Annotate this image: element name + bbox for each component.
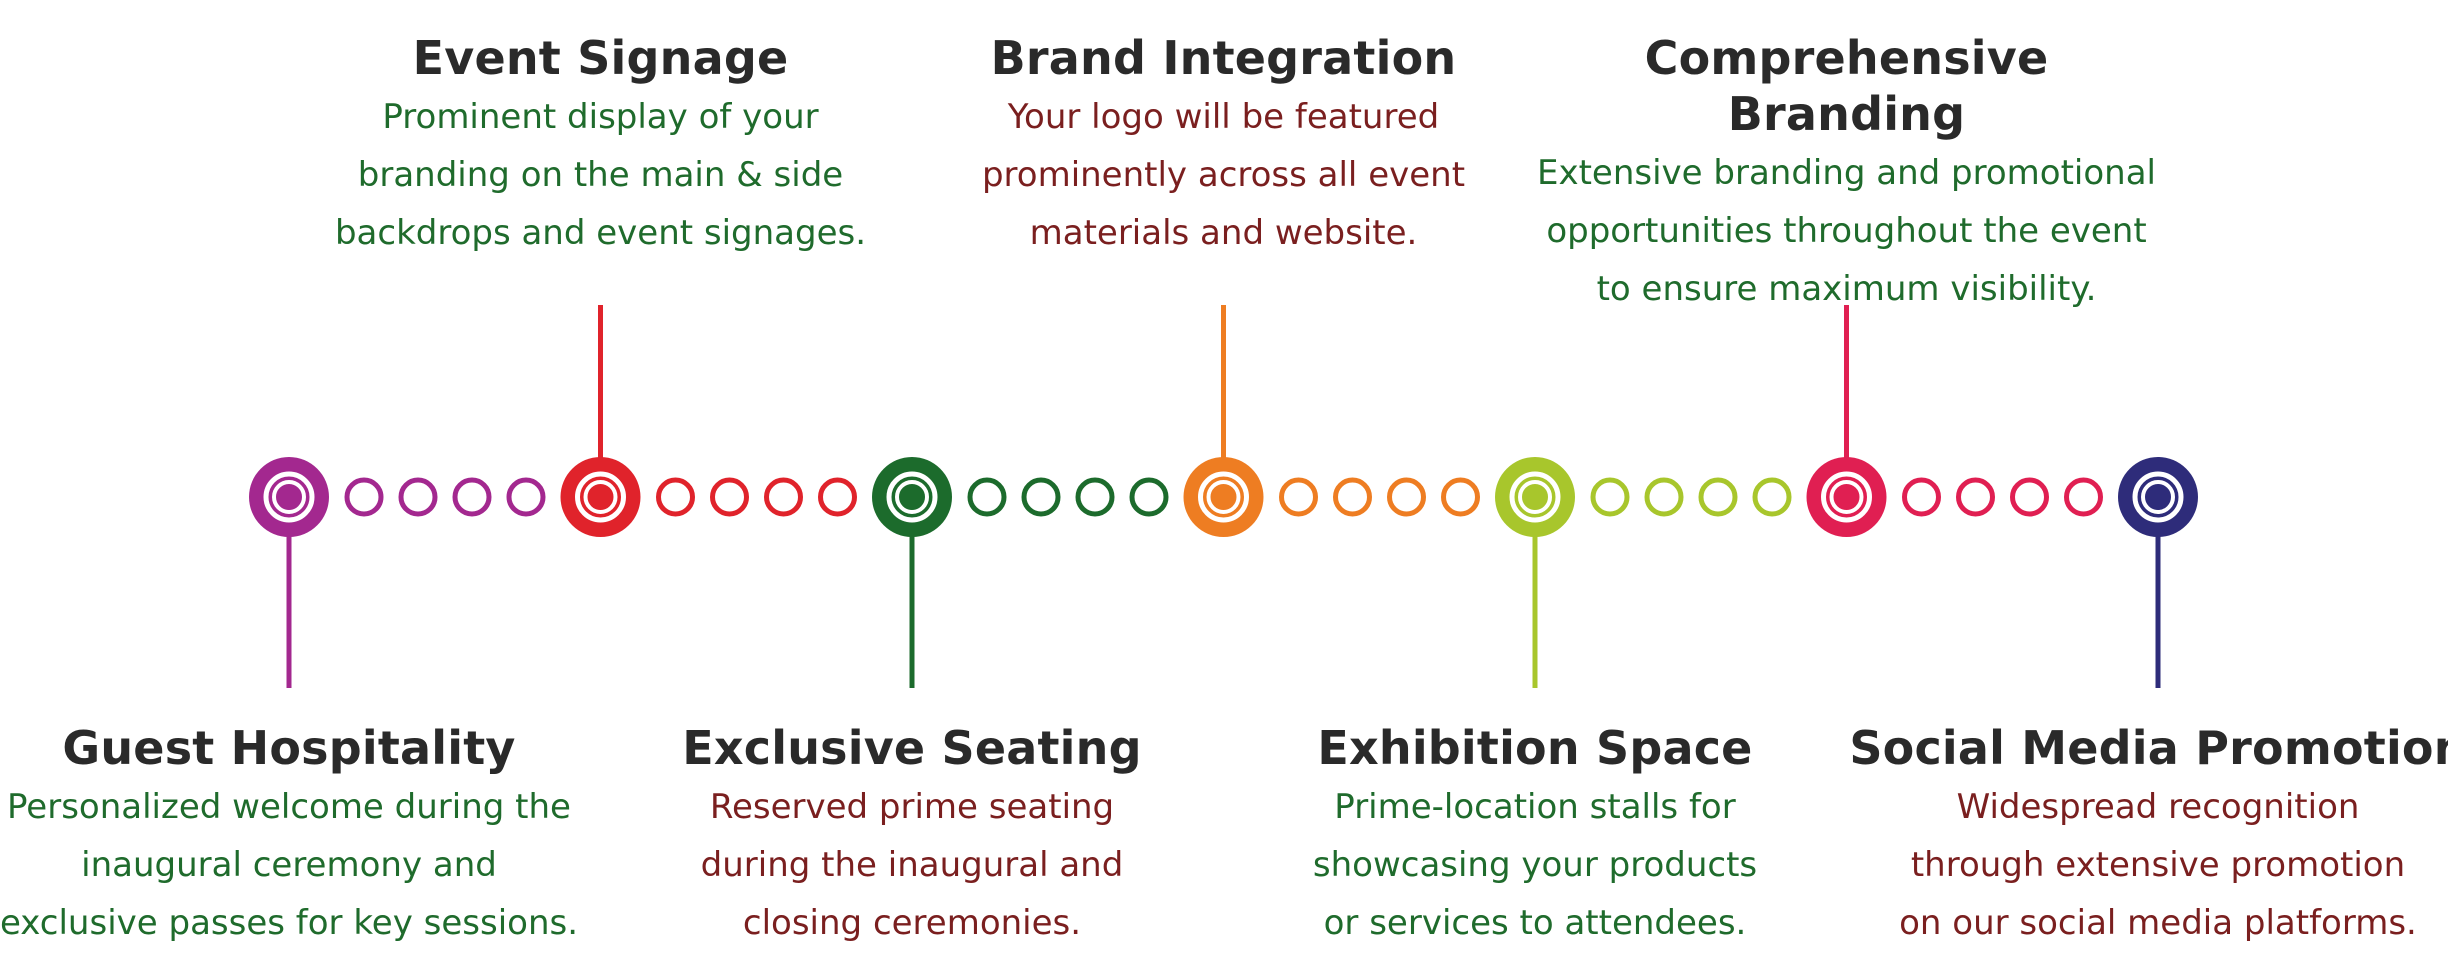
milestone-node-ring — [263, 471, 315, 523]
milestone-description-line: to ensure maximum visibility. — [1596, 269, 2097, 309]
milestone-description: Personalized welcome during the inaugural… — [0, 778, 609, 952]
milestone-node-ring — [1198, 471, 1249, 523]
milestone-description-line: exclusive passes for key sessions. — [0, 903, 579, 943]
milestone-node-ring — [583, 480, 618, 514]
connector-dot — [398, 477, 438, 517]
connector-dot — [1129, 477, 1169, 517]
milestone-node — [1183, 457, 1264, 537]
milestone-description-line: Widespread recognition — [1956, 787, 2360, 827]
connector-dot — [2064, 477, 2103, 517]
milestone-description: Your logo will be featured prominently ac… — [904, 88, 1544, 262]
milestone-description-line: during the inaugural and — [700, 845, 1124, 885]
milestone-description: Reserved prime seating during the inaugur… — [592, 778, 1232, 952]
milestone-node-ring — [895, 480, 929, 514]
milestone-title: Exhibition Space — [1317, 721, 1753, 775]
connector-dot — [1387, 477, 1426, 517]
milestone-description: Prominent display of your branding on the… — [281, 88, 921, 262]
milestone-description-line: Your logo will be featured — [1007, 97, 1440, 137]
milestone-node-ring — [1206, 480, 1241, 514]
milestone-node-ring — [2132, 471, 2184, 523]
milestone-description-line: showcasing your products — [1312, 845, 1758, 885]
milestone-node — [560, 457, 641, 537]
milestone-title: Social Media Promotion — [1849, 721, 2448, 775]
connector-dot — [1441, 477, 1480, 517]
milestone-title: Event Signage — [412, 31, 789, 85]
milestone-description-line: backdrops and event signages. — [334, 213, 867, 253]
milestone-description: Extensive branding and promotional opport… — [1527, 144, 2167, 318]
milestone-description-line: Personalized welcome during the — [7, 787, 571, 827]
milestone-title: Comprehensive Branding — [1644, 31, 2049, 141]
milestone-node — [1806, 457, 1887, 537]
connector-dot — [818, 477, 857, 517]
connector-dot — [1590, 477, 1630, 517]
milestone-title: Exclusive Seating — [682, 721, 1142, 775]
connector-dot — [710, 477, 749, 517]
milestone-node-ring — [272, 480, 306, 514]
milestone-description-line: or services to attendees. — [1323, 903, 1747, 943]
connector-dot — [344, 477, 384, 517]
milestone-description-line: Extensive branding and promotional — [1536, 153, 2157, 193]
connector-dot — [1075, 477, 1115, 517]
connector-dot — [1956, 477, 1995, 517]
milestone-description-line: opportunities throughout the event — [1546, 211, 2147, 251]
milestone-description: Prime-location stalls for showcasing your… — [1215, 778, 1855, 952]
milestone-node-ring — [1518, 480, 1552, 514]
milestone-description-line: prominently across all event — [981, 155, 1466, 195]
milestone-title: Brand Integration — [990, 31, 1457, 85]
milestone-description-line: Reserved prime seating — [709, 787, 1115, 827]
milestone-description: Widespread recognition through extensive … — [1838, 778, 2448, 952]
milestone-description-line: inaugural ceremony and — [81, 845, 497, 885]
connector-dot — [1021, 477, 1061, 517]
milestone-description-line: materials and website. — [1029, 213, 1418, 253]
connector-dot — [1279, 477, 1318, 517]
connector-dot — [1333, 477, 1372, 517]
milestone-title: Guest Hospitality — [62, 721, 516, 775]
milestone-node-ring — [1821, 471, 1872, 523]
connector-dot — [1752, 477, 1792, 517]
milestone-description-line: Prominent display of your — [382, 97, 819, 137]
milestone-description-line: branding on the main & side — [357, 155, 844, 195]
connector-dot — [656, 477, 695, 517]
connector-dot — [2010, 477, 2049, 517]
milestone-description-line: closing ceremonies. — [742, 903, 1082, 943]
connector-dot — [967, 477, 1007, 517]
milestone-description-line: through extensive promotion — [1910, 845, 2406, 885]
connector-dot — [452, 477, 492, 517]
milestone-node-ring — [886, 471, 938, 523]
milestone-description-line: Prime-location stalls for — [1334, 787, 1736, 827]
milestone-node-ring — [1509, 471, 1561, 523]
connector-dot — [1698, 477, 1738, 517]
milestone-node — [2118, 457, 2198, 537]
connector-dot — [1644, 477, 1684, 517]
milestone-node-ring — [575, 471, 626, 523]
connector-dot — [764, 477, 803, 517]
milestone-node — [1495, 457, 1575, 537]
milestone-node — [249, 457, 329, 537]
milestone-node-ring — [1829, 480, 1864, 514]
milestone-node — [872, 457, 952, 537]
milestone-description-line: on our social media platforms. — [1899, 903, 2417, 943]
milestone-node-ring — [2141, 480, 2175, 514]
connector-dot — [506, 477, 546, 517]
connector-dot — [1902, 477, 1941, 517]
